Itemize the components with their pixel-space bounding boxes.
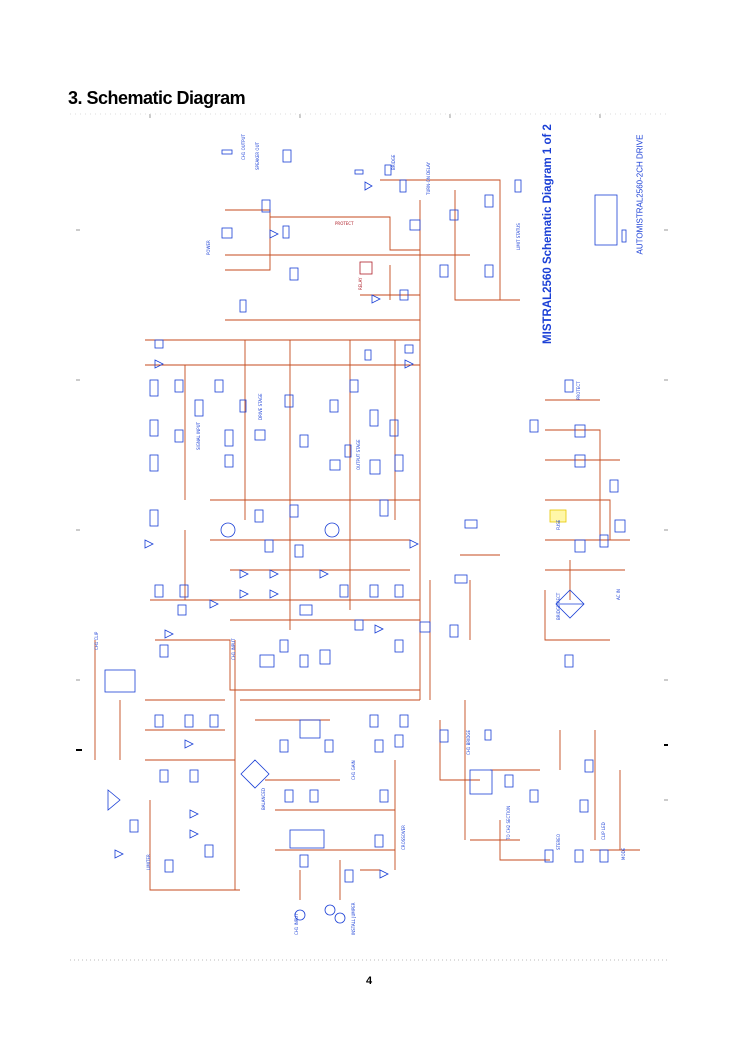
svg-text:AC IN: AC IN (616, 589, 621, 600)
svg-text:POWER: POWER (206, 240, 211, 255)
svg-text:CH1 CLIP: CH1 CLIP (94, 631, 99, 650)
page-number: 4 (366, 975, 373, 987)
svg-text:SPEAKER OUT: SPEAKER OUT (255, 142, 260, 170)
schematic-components (104, 149, 627, 924)
svg-text:PROTECT: PROTECT (576, 381, 581, 400)
svg-text:SIGNAL INPUT: SIGNAL INPUT (196, 421, 201, 450)
svg-text:PROTECT: PROTECT (335, 221, 354, 226)
svg-text:BALANCED: BALANCED (261, 788, 266, 810)
svg-text:TURN-ON DELAY: TURN-ON DELAY (426, 162, 431, 196)
svg-text:RELAY: RELAY (358, 277, 363, 290)
svg-text:OUTPUT STAGE: OUTPUT STAGE (356, 439, 361, 470)
page-heading: 3. Schematic Diagram (68, 88, 246, 108)
svg-text:BRIDGE: BRIDGE (391, 154, 396, 170)
svg-text:LIMIT STATUS: LIMIT STATUS (516, 223, 521, 250)
svg-text:MODE: MODE (621, 847, 626, 860)
svg-text:DRIVE STAGE: DRIVE STAGE (258, 393, 263, 420)
component-labels: CH1 OUTPUT SPEAKER OUT BRIDGE TURN-ON DE… (94, 134, 626, 935)
schematic-wires (94, 179, 640, 900)
svg-text:BRIDGE RECT: BRIDGE RECT (556, 592, 561, 620)
svg-text:STEREO: STEREO (556, 834, 561, 850)
svg-text:TO CH2 SECTION: TO CH2 SECTION (506, 806, 511, 841)
frame-ticks (76, 114, 668, 801)
svg-text:FUSE: FUSE (556, 519, 561, 530)
svg-text:CH1 INPUT: CH1 INPUT (294, 913, 299, 935)
diagram-title: MISTRAL2560 Schematic Diagram 1 of 2 (542, 124, 554, 344)
svg-text:CH1 GAIN: CH1 GAIN (351, 760, 356, 780)
highlight-labels: PROTECT RELAY (335, 221, 363, 290)
svg-text:LIMITER: LIMITER (146, 854, 151, 870)
diagram-subtitle: AUTOMISTRAL2560-2CH DRIVE (635, 134, 645, 255)
svg-text:INSTALL JUMPER: INSTALL JUMPER (351, 902, 356, 935)
svg-text:CH1 BRIDGE: CH1 BRIDGE (466, 730, 471, 756)
svg-text:CH1 OUTPUT: CH1 OUTPUT (241, 134, 246, 160)
svg-text:CLIP LED: CLIP LED (601, 822, 606, 840)
svg-text:CH1 INPUT: CH1 INPUT (231, 638, 236, 660)
svg-text:CROSSOVER: CROSSOVER (401, 825, 406, 850)
